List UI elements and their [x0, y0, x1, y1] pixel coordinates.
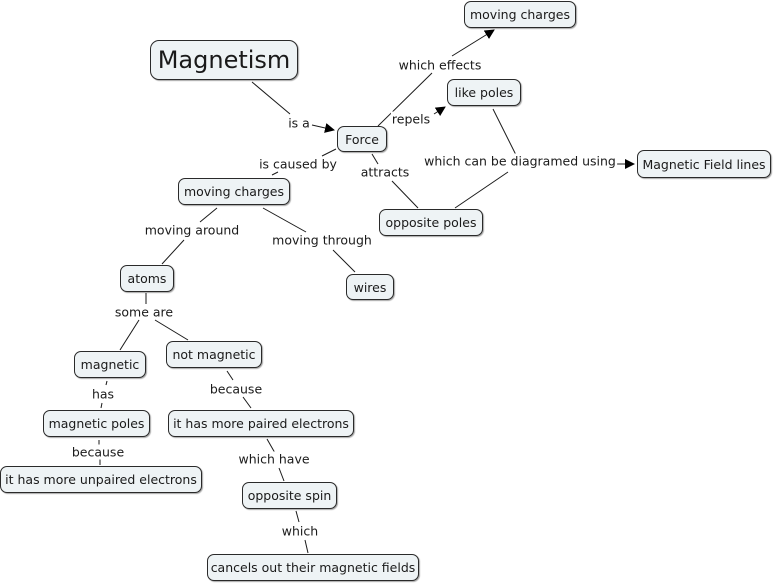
link-attracts: attracts: [359, 164, 411, 180]
concept-opposite-poles[interactable]: opposite poles: [379, 209, 483, 236]
concept-atoms-label: atoms: [127, 271, 167, 286]
link-which-have: which have: [237, 451, 311, 467]
link-repels: repels: [390, 111, 432, 127]
concept-magnetic-field-lines-label: Magnetic Field lines: [642, 156, 766, 172]
link-moving-around: moving around: [143, 222, 241, 238]
concept-magnetic-field-lines[interactable]: Magnetic Field lines: [637, 150, 771, 178]
concept-magnetic-label: magnetic: [80, 357, 140, 372]
concept-magnetic-poles-label: magnetic poles: [48, 416, 145, 431]
edge-which-effects-moving-charges: [451, 29, 495, 57]
edge-repels-like-poles: [433, 106, 446, 117]
concept-paired-electrons-label: it has more paired electrons: [173, 416, 349, 431]
concept-force-label: Force: [345, 131, 379, 147]
edge-moving-around-atoms: [161, 239, 185, 265]
edge-which-cancels: [304, 539, 309, 554]
concept-not-magnetic-label: not magnetic: [172, 347, 256, 362]
concept-like-poles[interactable]: like poles: [447, 79, 521, 106]
edge-some-are-magnetic: [119, 319, 140, 351]
link-which-can-be-diagramed-using: which can be diagramed using: [423, 153, 617, 169]
link-because-magnetic-poles: because: [70, 444, 126, 460]
concept-not-magnetic[interactable]: not magnetic: [166, 341, 262, 368]
link-because-not-magnetic: because: [208, 381, 264, 397]
edge-has-magnetic-poles: [100, 402, 103, 409]
link-some-are: some are: [113, 304, 175, 320]
edge-like-poles-diagramed: [492, 108, 517, 156]
link-has: has: [90, 386, 116, 402]
edge-moving-charges-moving-around: [199, 207, 218, 223]
concept-wires-label: wires: [353, 279, 387, 295]
edge-not-magnetic-because: [226, 370, 234, 381]
concept-moving-charges[interactable]: moving charges: [178, 178, 290, 205]
edge-moving-charges-moving-through: [262, 207, 307, 233]
edge-force-is-caused-by: [321, 148, 337, 157]
concept-unpaired-electrons[interactable]: it has more unpaired electrons: [0, 466, 202, 493]
edge-magnetism-is-a: [251, 81, 291, 115]
edge-some-are-not-magnetic: [154, 319, 189, 341]
link-moving-through: moving through: [271, 232, 373, 248]
concept-like-poles-label: like poles: [454, 85, 514, 100]
concept-wires[interactable]: wires: [346, 274, 394, 300]
edge-force-which-effects: [377, 72, 433, 127]
link-which-effects: which effects: [397, 57, 483, 73]
edge-magnetic-has: [105, 380, 108, 386]
concept-force[interactable]: Force: [337, 126, 387, 152]
edge-is-caused-by-moving-charges: [271, 171, 279, 176]
link-which: which: [280, 523, 320, 539]
edge-opposite-spin-which: [295, 510, 300, 523]
edge-attracts-opposite-poles: [391, 180, 419, 209]
concept-moving-charges-label: moving charges: [183, 184, 285, 199]
concept-moving-charges-top-label: moving charges: [469, 7, 571, 22]
concept-opposite-spin-label: opposite spin: [247, 488, 332, 503]
concept-cancels-fields-label: cancels out their magnetic fields: [210, 560, 416, 575]
link-is-caused-by: is caused by: [258, 156, 338, 172]
concept-magnetism[interactable]: Magnetism: [150, 40, 298, 80]
concept-magnetism-label: Magnetism: [157, 46, 291, 74]
concept-magnetic-poles[interactable]: magnetic poles: [43, 410, 150, 437]
edge-moving-through-wires: [332, 249, 356, 273]
concept-cancels-fields[interactable]: cancels out their magnetic fields: [207, 554, 419, 581]
concept-opposite-spin[interactable]: opposite spin: [242, 482, 337, 509]
concept-opposite-poles-label: opposite poles: [385, 215, 477, 230]
concept-atoms[interactable]: atoms: [120, 265, 174, 292]
edge-is-a-force: [311, 123, 335, 133]
edge-paired-which-have: [266, 438, 276, 454]
concept-moving-charges-top[interactable]: moving charges: [464, 1, 576, 28]
concept-unpaired-electrons-label: it has more unpaired electrons: [5, 472, 197, 487]
concept-magnetic[interactable]: magnetic: [74, 351, 146, 378]
edge-force-attracts: [371, 153, 379, 165]
edge-which-have-opposite-spin: [278, 467, 285, 482]
link-is-a: is a: [287, 115, 311, 131]
concept-paired-electrons[interactable]: it has more paired electrons: [168, 410, 354, 437]
edge-opposite-poles-diagramed: [454, 171, 509, 209]
edge-because-paired: [242, 396, 252, 409]
